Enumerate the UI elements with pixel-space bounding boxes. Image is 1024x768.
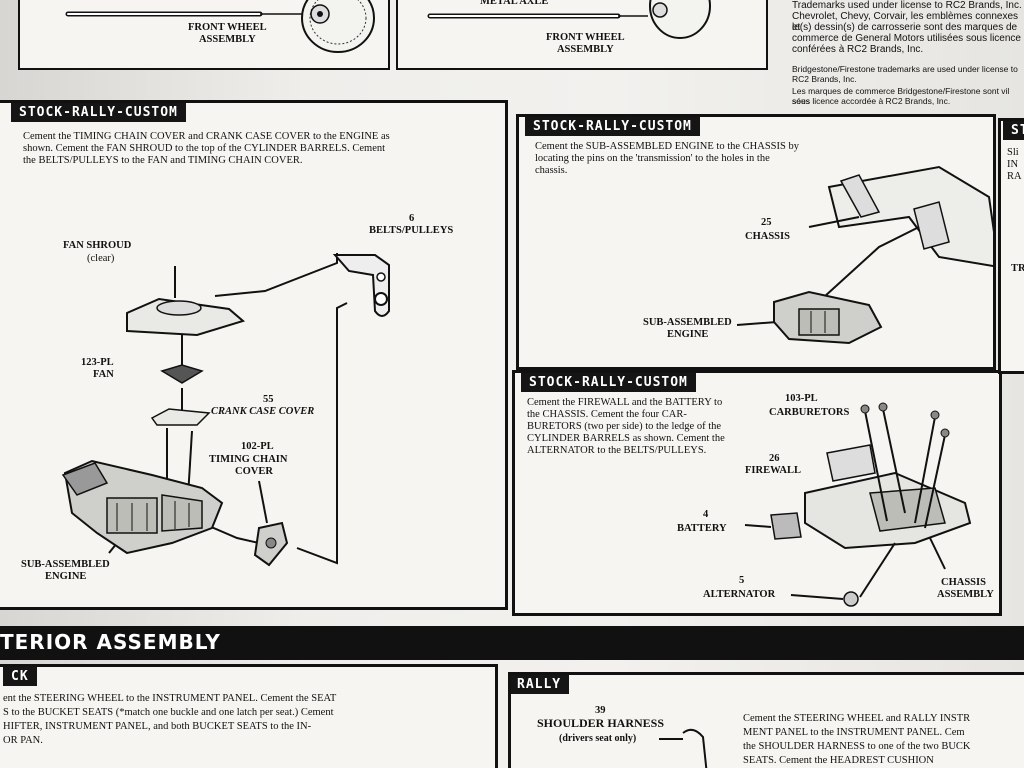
belts-pulleys-number: 6 <box>409 213 415 224</box>
firewall-step-text-3: BURETORS (two per side) to the ledge of … <box>527 421 722 432</box>
legal-line-9: sous licence accordée à RC2 Brands, Inc. <box>792 96 951 106</box>
legal-line-7: RC2 Brands, Inc. <box>792 74 857 84</box>
legal-line-5: conférées à RC2 Brands, Inc. <box>792 44 924 55</box>
engine-step-text-1: Cement the TIMING CHAIN COVER and CRANK … <box>23 131 390 142</box>
top-middle-panel: METAL AXLE FRONT WHEEL ASSEMBLY <box>396 0 768 70</box>
firewall-step-text-4: CYLINDER BARRELS as shown. Cement the <box>527 433 725 444</box>
interior-rally-panel: RALLY 39 SHOULDER HARNESS (drivers seat … <box>508 672 1024 768</box>
crank-case-number: 55 <box>263 394 274 405</box>
interior-left-text-2: S to the BUCKET SEATS (*match one buckle… <box>3 707 334 718</box>
firewall-label: FIREWALL <box>745 465 802 476</box>
metal-axle-label: METAL AXLE <box>480 0 549 7</box>
legal-line-1: Trademarks used under license to RC2 Bra… <box>792 0 1022 11</box>
firewall-step-panel: STOCK-RALLY-CUSTOM Cement the FIREWALL a… <box>512 370 1002 616</box>
chassis-step-panel: STOCK-RALLY-CUSTOM Cement the SUB-ASSEMB… <box>516 114 996 370</box>
chassis-engine-label-2: ENGINE <box>667 329 709 340</box>
interior-left-text-3: HIFTER, INSTRUMENT PANEL, and both BUCKE… <box>3 721 312 732</box>
firewall-step-text-5: ALTERNATOR to the BELTS/PULLEYS. <box>527 445 707 456</box>
sub-assembled-engine-label-1: SUB-ASSEMBLED <box>21 559 110 570</box>
engine-step-header: STOCK-RALLY-CUSTOM <box>11 103 186 122</box>
chassis-assembly-label-1: CHASSIS <box>941 577 986 588</box>
interior-assembly-title: TERIOR ASSEMBLY <box>0 630 221 654</box>
right-edge-line-2: IN <box>1007 159 1019 170</box>
interior-assembly-bar: TERIOR ASSEMBLY <box>0 626 1024 660</box>
carburetors-number: 103-PL <box>785 393 818 404</box>
crank-case-label: CRANK CASE COVER <box>211 406 315 417</box>
top-left-panel: FRONT WHEEL ASSEMBLY <box>18 0 390 70</box>
interior-rally-text-2: MENT PANEL to the INSTRUMENT PANEL. Cem <box>743 727 965 738</box>
interior-rally-header: RALLY <box>511 675 570 694</box>
front-wheel-label-mid: FRONT WHEEL ASSEMBLY <box>546 32 625 55</box>
interior-rally-text-4: SEATS. Cement the HEADREST CUSHION <box>743 755 934 766</box>
fan-shroud-sub-label: (clear) <box>87 253 115 264</box>
fan-shroud-label: FAN SHROUD <box>63 240 132 251</box>
sub-assembled-engine-label-2: ENGINE <box>45 571 87 582</box>
engine-step-text-2: shown. Cement the FAN SHROUD to the top … <box>23 143 386 154</box>
interior-left-header: CK <box>3 667 37 686</box>
engine-diagram <box>61 253 390 567</box>
interior-rally-text-3: the SHOULDER HARNESS to one of the two B… <box>743 741 971 752</box>
engine-step-text-3: the BELTS/PULLEYS to the FAN and TIMING … <box>23 155 303 166</box>
firewall-step-text-1: Cement the FIREWALL and the BATTERY to <box>527 397 723 408</box>
harness-sub-label: (drivers seat only) <box>559 733 637 744</box>
harness-diagram <box>659 728 708 768</box>
legal-line-4: commerce de General Motors utilisées sou… <box>792 33 1021 44</box>
chassis-label: CHASSIS <box>745 231 790 242</box>
axle-graphic <box>65 0 375 53</box>
legal-line-6: Bridgestone/Firestone trademarks are use… <box>792 64 1018 74</box>
chassis-number: 25 <box>761 217 772 228</box>
chassis-step-text-2: locating the pins on the 'transmission' … <box>535 153 770 164</box>
chassis-diagram <box>736 165 993 345</box>
chassis-engine-label-1: SUB-ASSEMBLED <box>643 317 732 328</box>
chassis-step-header: STOCK-RALLY-CUSTOM <box>525 117 700 136</box>
front-wheel-label-left: FRONT WHEEL ASSEMBLY <box>188 22 267 45</box>
interior-left-text-4: OR PAN. <box>3 735 43 746</box>
right-edge-line-3: RA <box>1007 171 1022 182</box>
interior-left-text-1: ent the STEERING WHEEL to the INSTRUMENT… <box>3 693 337 704</box>
timing-chain-label-1: TIMING CHAIN <box>209 454 288 465</box>
alternator-label: ALTERNATOR <box>703 589 776 600</box>
legal-line-3: le(s) dessin(s) de carrosserie sont des … <box>792 22 1018 33</box>
firewall-step-header: STOCK-RALLY-CUSTOM <box>521 373 696 392</box>
metal-axle-graphic <box>427 0 711 39</box>
interior-rally-text-1: Cement the STEERING WHEEL and RALLY INST… <box>743 713 971 724</box>
legal-line-8: Les marques de commerce Bridgestone/Fire… <box>792 86 1010 106</box>
belts-pulleys-label: BELTS/PULLEYS <box>369 225 454 236</box>
harness-number: 39 <box>595 705 606 716</box>
firewall-number: 26 <box>769 453 780 464</box>
right-edge-header: ST <box>1003 121 1024 140</box>
right-edge-tr: TR <box>1011 263 1024 274</box>
battery-label: BATTERY <box>677 523 727 534</box>
right-edge-panel: ST Sli IN RA TR <box>998 118 1024 374</box>
firewall-step-text-2: the CHASSIS. Cement the four CAR- <box>527 409 687 420</box>
engine-step-panel: STOCK-RALLY-CUSTOM Cement the TIMING CHA… <box>0 100 508 610</box>
chassis-assembly-label-2: ASSEMBLY <box>937 589 994 600</box>
fan-number: 123-PL <box>81 357 114 368</box>
harness-label: SHOULDER HARNESS <box>537 716 665 730</box>
timing-chain-label-2: COVER <box>235 466 273 477</box>
alternator-number: 5 <box>739 575 745 586</box>
interior-left-panel: CK ent the STEERING WHEEL to the INSTRUM… <box>0 664 498 768</box>
battery-number: 4 <box>703 509 709 520</box>
chassis-step-text-3: chassis. <box>535 165 568 176</box>
chassis-step-text-1: Cement the SUB-ASSEMBLED ENGINE to the C… <box>535 141 799 152</box>
legal-line-2: Chevrolet, Chevy, Corvair, les emblèmes … <box>792 11 1019 33</box>
legal-notice: Trademarks used under license to RC2 Bra… <box>778 0 1024 114</box>
right-edge-line-1: Sli <box>1007 147 1019 158</box>
carburetors-label: CARBURETORS <box>769 407 850 418</box>
firewall-diagram <box>744 402 972 607</box>
fan-label: FAN <box>93 369 114 380</box>
timing-chain-number: 102-PL <box>241 441 274 452</box>
